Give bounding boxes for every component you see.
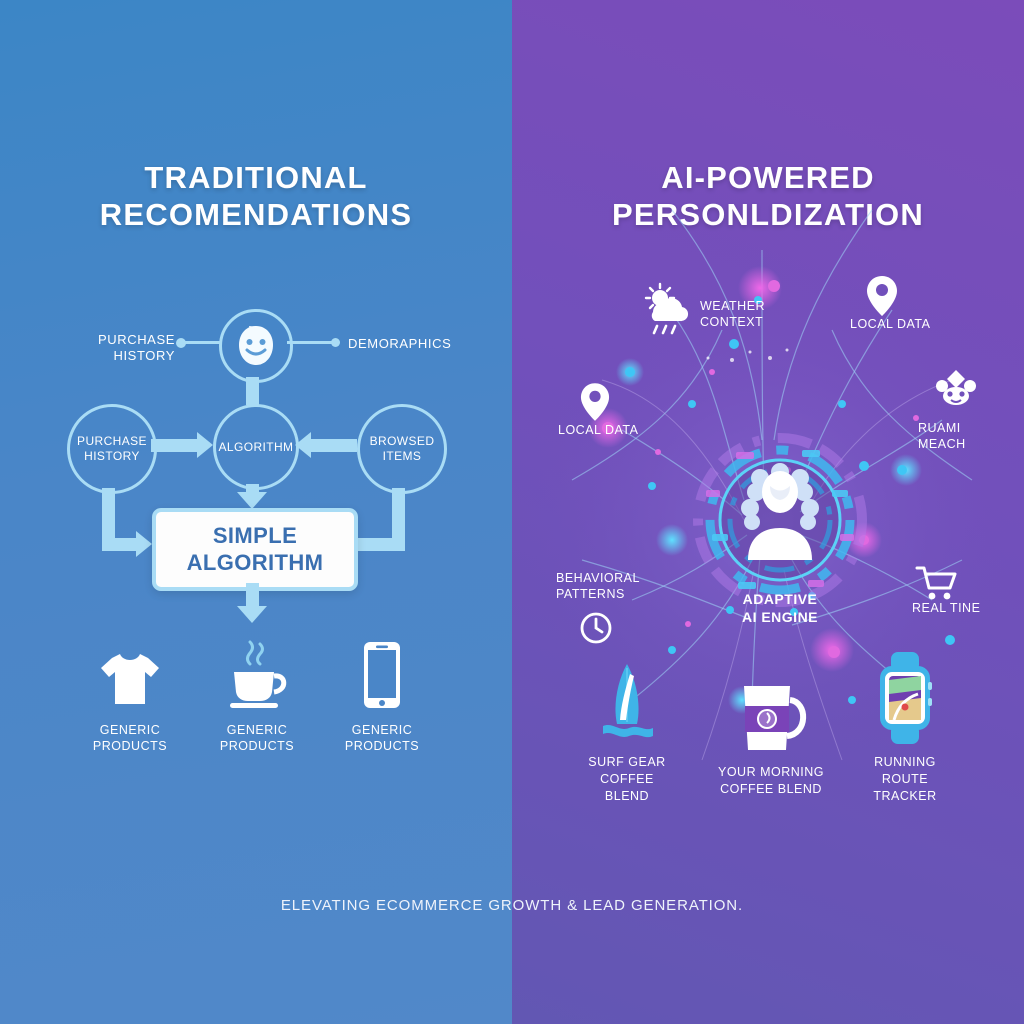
arrow-browsed-to-algorithm-head [295, 432, 311, 458]
coffee-mug-icon [706, 676, 836, 756]
signal-label-ruami-meach: RUAMI MEACH [918, 420, 1018, 453]
output-product-smartphone-caption: GENERIC PRODUCTS [322, 722, 442, 755]
caption-line1: GENERIC [99, 723, 161, 737]
caption-line2: ROUTE [881, 771, 929, 786]
ai-core-rings [693, 433, 867, 607]
left-elbow-vertical [102, 488, 115, 545]
left-panel-traditional: TRADITIONAL RECOMENDATIONS PURCHASE HIST… [0, 0, 512, 1024]
signal-label-local-data-left: LOCAL DATA [558, 423, 639, 437]
personalized-product-watch-caption: RUNNING ROUTE TRACKER [840, 754, 970, 805]
left-title-line2: RECOMENDATIONS [99, 196, 413, 232]
node-algorithm: ALGORITHM [213, 404, 299, 490]
signal-label-behavioral-patterns: BEHAVIORAL PATTERNS [556, 570, 676, 603]
smartwatch-map-icon [840, 650, 970, 746]
output-product-coffee-caption: GENERIC PRODUCTS [197, 722, 317, 755]
tshirt-icon [70, 640, 190, 712]
core-line2: AI ENGINE [741, 609, 819, 626]
weather-cloud-sun-rain-icon [643, 282, 695, 338]
smiley-face-icon [239, 326, 273, 365]
signal-line1: BEHAVIORAL [556, 571, 640, 585]
algorithm-down-head [237, 492, 267, 509]
node-browsed-items: BROWSED ITEMS [357, 404, 447, 494]
output-product-smartphone: GENERIC PRODUCTS [322, 640, 442, 755]
input-label-line2: HISTORY [113, 348, 175, 364]
caption-line1: GENERIC [351, 723, 413, 737]
node-browsed-items-line1: BROWSED [369, 434, 435, 448]
personalized-product-watch: RUNNING ROUTE TRACKER [840, 650, 970, 805]
output-product-tshirt-caption: GENERIC PRODUCTS [70, 722, 190, 755]
caption-line3: BLEND [604, 788, 650, 803]
right-panel-title: AI-POWERED PERSONLDIZATION [512, 160, 1024, 233]
avatar-node [219, 309, 293, 383]
node-browsed-items-line2: ITEMS [382, 449, 422, 463]
output-product-coffee: GENERIC PRODUCTS [197, 640, 317, 755]
node-purchase-history: PURCHASE HISTORY [67, 404, 157, 494]
simple-algorithm-line2: ALGORITHM [186, 549, 324, 575]
ai-person-brain-icon [741, 463, 819, 560]
box-down-head [237, 606, 267, 623]
left-title-line1: TRADITIONAL [144, 160, 368, 195]
map-pin-icon-left [580, 382, 610, 422]
footer-tagline: ELEVATING ECOMMERCE GROWTH & LEAD GENERA… [280, 897, 744, 914]
simple-algorithm-box: SIMPLE ALGORITHM [152, 508, 358, 591]
input-label-purchase-history: PURCHASE HISTORY [85, 332, 175, 365]
neural-network-web [518, 209, 1018, 770]
personalized-product-surf-caption: SURF GEAR COFFEE BLEND [562, 754, 692, 805]
smartphone-icon [322, 640, 442, 712]
signal-label-real-time: REAL TINE [912, 601, 981, 615]
signal-label-weather-context: WEATHER CONTEXT [700, 298, 810, 331]
caption-line1: RUNNING [874, 755, 936, 769]
box-down-shaft [246, 583, 259, 610]
right-elbow-vertical [392, 488, 405, 545]
adaptive-ai-engine-label: ADAPTIVE AI ENGINE [700, 590, 860, 626]
caption-line1: GENERIC [226, 723, 288, 737]
right-title-line1: AI-POWERED [661, 160, 875, 195]
map-pin-icon-top [866, 275, 898, 317]
left-panel-title: TRADITIONAL RECOMENDATIONS [0, 160, 512, 233]
personalized-product-coffee: YOUR MORNING COFFEE BLEND [706, 676, 836, 798]
core-line1: ADAPTIVE [742, 591, 818, 607]
connector-line-left [185, 341, 220, 344]
caption-line2: COFFEE [600, 771, 654, 786]
node-purchase-history-line2: HISTORY [84, 449, 140, 463]
simple-algorithm-line1: SIMPLE [212, 523, 298, 549]
left-elbow-head [136, 531, 152, 557]
caption-line1: YOUR MORNING [718, 765, 824, 779]
caption-line1: SURF GEAR [588, 755, 666, 769]
personalized-product-coffee-caption: YOUR MORNING COFFEE BLEND [706, 764, 836, 798]
signal-label-local-data-top: LOCAL DATA [850, 317, 931, 331]
arrow-purchase-to-algorithm-head [197, 432, 213, 458]
signal-line1: RUAMI [918, 421, 961, 435]
caption-line3: TRACKER [873, 788, 937, 803]
arrow-purchase-to-algorithm-shaft [151, 439, 197, 452]
left-elbow-shaft [102, 538, 137, 551]
personalized-product-surf: SURF GEAR COFFEE BLEND [562, 660, 692, 805]
shopping-cart-icon [915, 566, 958, 602]
signal-line1: WEATHER [700, 299, 766, 313]
connector-dot-right [331, 338, 340, 347]
right-elbow-shaft [350, 538, 405, 551]
adaptive-ai-engine-core [690, 430, 870, 610]
signal-line2: PATTERNS [556, 587, 625, 602]
arrow-browsed-to-algorithm-shaft [311, 439, 357, 452]
clock-icon [580, 612, 612, 644]
avatar-to-algorithm-line [246, 377, 259, 405]
coffee-cup-icon [197, 640, 317, 712]
node-purchase-history-line1: PURCHASE [77, 434, 147, 448]
abstract-burst-icon [934, 368, 978, 410]
output-product-tshirt: GENERIC PRODUCTS [70, 640, 190, 755]
input-label-demoraphics: DEMORAPHICS [348, 336, 452, 351]
signal-line2: MEACH [918, 437, 966, 452]
input-label-line1: PURCHASE [97, 332, 175, 347]
connector-dot-left [176, 338, 186, 348]
node-algorithm-label: ALGORITHM [218, 439, 294, 454]
caption-line2: PRODUCTS [92, 739, 168, 754]
caption-line2: PRODUCTS [344, 739, 420, 754]
signal-line2: CONTEXT [700, 315, 764, 330]
connector-line-right [287, 341, 333, 344]
right-title-line2: PERSONLDIZATION [612, 196, 924, 232]
surfboard-icon [562, 660, 692, 746]
caption-line2: COFFEE BLEND [720, 781, 822, 796]
caption-line2: PRODUCTS [219, 739, 295, 754]
